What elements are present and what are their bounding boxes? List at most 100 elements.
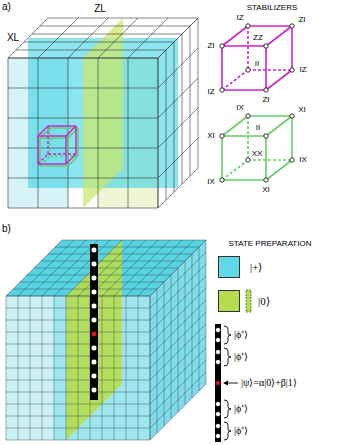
grid-line <box>128 18 168 58</box>
qubit-dot <box>91 331 97 337</box>
grid-line <box>68 18 108 58</box>
logical-label: ZL <box>94 4 106 14</box>
stabilizer-cube <box>66 154 76 164</box>
grid-line <box>8 148 158 149</box>
pauli-label: XX <box>252 150 263 158</box>
x-stabilizer-cube <box>248 159 292 161</box>
grid-line <box>27 275 171 276</box>
grid-line <box>128 58 129 208</box>
grid-line <box>157 289 158 433</box>
grid-line <box>171 275 172 419</box>
x-stabilizer-cube <box>266 160 292 180</box>
grid-line <box>8 118 158 119</box>
z-stabilizer-cube <box>222 45 266 47</box>
qubit-dot <box>264 134 268 138</box>
z-stabilizer-cube <box>247 26 249 70</box>
grid-line <box>206 240 207 384</box>
x-stabilizer-cube <box>266 116 292 136</box>
pauli-label: XI <box>207 132 215 140</box>
qubit-dot <box>220 88 224 92</box>
grid-line <box>38 58 39 208</box>
qubit-dot <box>290 68 294 72</box>
qubit-dot <box>220 44 224 48</box>
stabilizer-cube <box>40 165 68 166</box>
grid-line <box>138 296 139 440</box>
z-plane <box>66 240 122 440</box>
z-stabilizer-cube <box>248 25 292 27</box>
panel-label: a) <box>2 2 11 12</box>
grid-line <box>8 208 158 209</box>
grid-line <box>158 108 198 148</box>
stabilizer-cube <box>47 126 48 154</box>
qubit-chain <box>90 244 98 400</box>
grid-line <box>98 58 99 208</box>
qubit-dot <box>91 261 97 267</box>
grid-line <box>158 168 198 208</box>
qubit-dot <box>246 158 250 162</box>
stabilizer-cube <box>66 126 76 136</box>
legend-item: |0⟩ <box>218 290 270 312</box>
qubit-dot <box>91 373 97 379</box>
x-stabilizer-cube <box>291 116 293 160</box>
z-stabilizer-cube <box>222 89 266 91</box>
pauli-label: IZ <box>236 14 243 22</box>
qubit-dot <box>215 401 220 406</box>
logical-label: XL <box>7 33 19 43</box>
grid-line <box>174 42 175 192</box>
grid-line <box>158 138 198 178</box>
grid-line <box>13 289 157 290</box>
grid-line <box>150 296 151 440</box>
state-label: |ϕ⁺⟩ <box>234 426 248 436</box>
x-stabilizer-cube <box>221 136 223 180</box>
section-title: STABILIZERS <box>247 4 298 12</box>
qubit-dot <box>246 68 250 72</box>
grid-line <box>8 58 158 59</box>
qubit-dot <box>264 88 268 92</box>
grid-line <box>192 254 193 398</box>
z-stabilizer-cube <box>291 26 293 70</box>
z-logical-plane <box>83 18 123 208</box>
x-stabilizer-cube <box>222 160 248 180</box>
x-stabilizer-cube <box>222 116 248 136</box>
stabilizer-cube <box>38 135 66 136</box>
z-stabilizer-cube <box>222 26 248 46</box>
grid-line <box>182 34 183 184</box>
pauli-label: IX <box>236 104 244 112</box>
stabilizer-cube <box>38 154 48 164</box>
x-stabilizer-cube <box>247 116 249 160</box>
qubit-dot <box>91 387 97 393</box>
grid-line <box>40 26 190 27</box>
panel-label: b) <box>2 224 11 234</box>
pauli-label: IZ <box>207 88 214 96</box>
pauli-label: IX <box>207 178 215 186</box>
grid-line <box>8 178 158 179</box>
grid-line <box>126 296 127 440</box>
grid-line <box>164 282 165 426</box>
grid-line <box>199 247 200 391</box>
grid-line <box>48 254 192 255</box>
x-stabilizer-cube <box>222 179 266 181</box>
chain-sample <box>246 290 251 312</box>
grid-line <box>6 404 150 405</box>
qubit-dot <box>215 423 220 428</box>
x-stabilizer-cube <box>265 136 267 180</box>
legend-swatch <box>218 256 240 278</box>
grid-line <box>158 18 198 58</box>
stabilizer-cube <box>40 137 68 138</box>
state-label: |ϕ⁺⟩ <box>234 404 248 414</box>
legend-text: |0⟩ <box>258 296 270 307</box>
grid-line <box>34 268 178 269</box>
z-stabilizer-cube <box>222 70 248 90</box>
z-stabilizer-cube <box>266 70 292 90</box>
pauli-label: IZ <box>299 66 306 74</box>
x-stabilizer-cube <box>222 135 266 137</box>
grid-line <box>6 428 150 429</box>
pauli-label: ZI <box>298 16 305 24</box>
grid-line <box>150 296 151 440</box>
face-fill <box>150 240 206 440</box>
bracket <box>224 326 231 344</box>
stabilizer-cube <box>48 153 76 154</box>
z-stabilizer-cube <box>221 46 223 90</box>
qubit-dot <box>290 158 294 162</box>
stabilizer-cube <box>38 126 48 136</box>
